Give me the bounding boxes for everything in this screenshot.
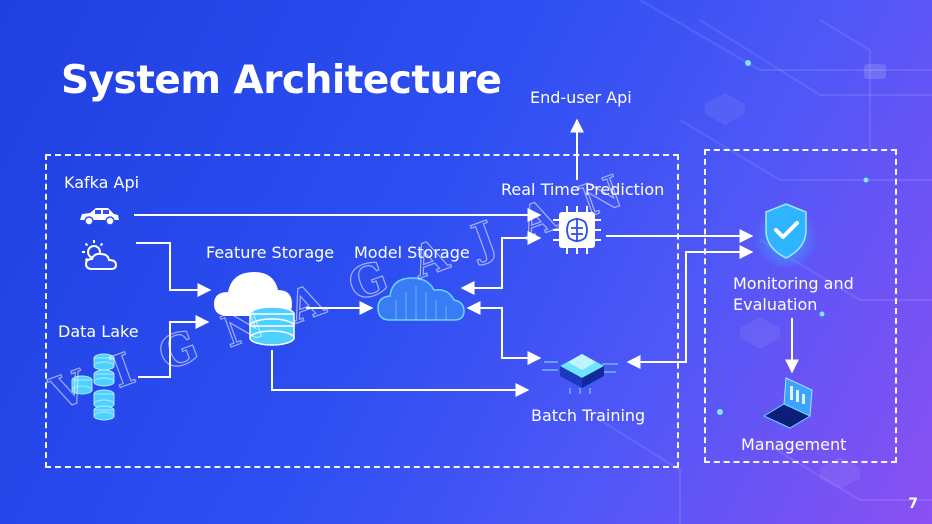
model-storage-label: Model Storage: [354, 243, 470, 262]
server-chip-icon: [542, 354, 618, 394]
cloud-icon: [377, 277, 465, 321]
end-user-api-label: End-user Api: [530, 88, 632, 107]
database-stack-icon: [71, 353, 115, 421]
real-time-prediction-label: Real Time Prediction: [501, 180, 665, 199]
sun-cloud-icon: [82, 240, 118, 270]
management-label: Management: [741, 435, 847, 454]
laptop-icon: [762, 377, 813, 429]
arrow-model-batch-link: [466, 301, 542, 365]
page-title: System Architecture: [61, 58, 502, 103]
feature-storage-label: Feature Storage: [206, 243, 335, 262]
arrow-model-prediction-link: [460, 231, 542, 295]
arrow-weather-to-feature: [136, 242, 212, 297]
shield-check-icon: [754, 203, 818, 268]
monitoring-evaluation-label: Monitoring and Evaluation: [733, 274, 854, 314]
kafka-api-label: Kafka Api: [64, 173, 140, 192]
cloud-database-icon: [214, 272, 295, 346]
page-number: 7: [908, 496, 918, 512]
data-lake-label: Data Lake: [58, 322, 139, 341]
ai-chip-icon: [553, 206, 601, 254]
arrow-datalake-to-feature: [138, 315, 210, 378]
batch-training-label: Batch Training: [531, 406, 646, 425]
svg-text:VIGNAGAJAN: VIGNAGAJAN: [43, 156, 657, 421]
arrow-monitoring-batch-link: [626, 245, 754, 369]
arrow-feature-to-batch: [271, 350, 530, 397]
car-icon: [80, 208, 119, 226]
